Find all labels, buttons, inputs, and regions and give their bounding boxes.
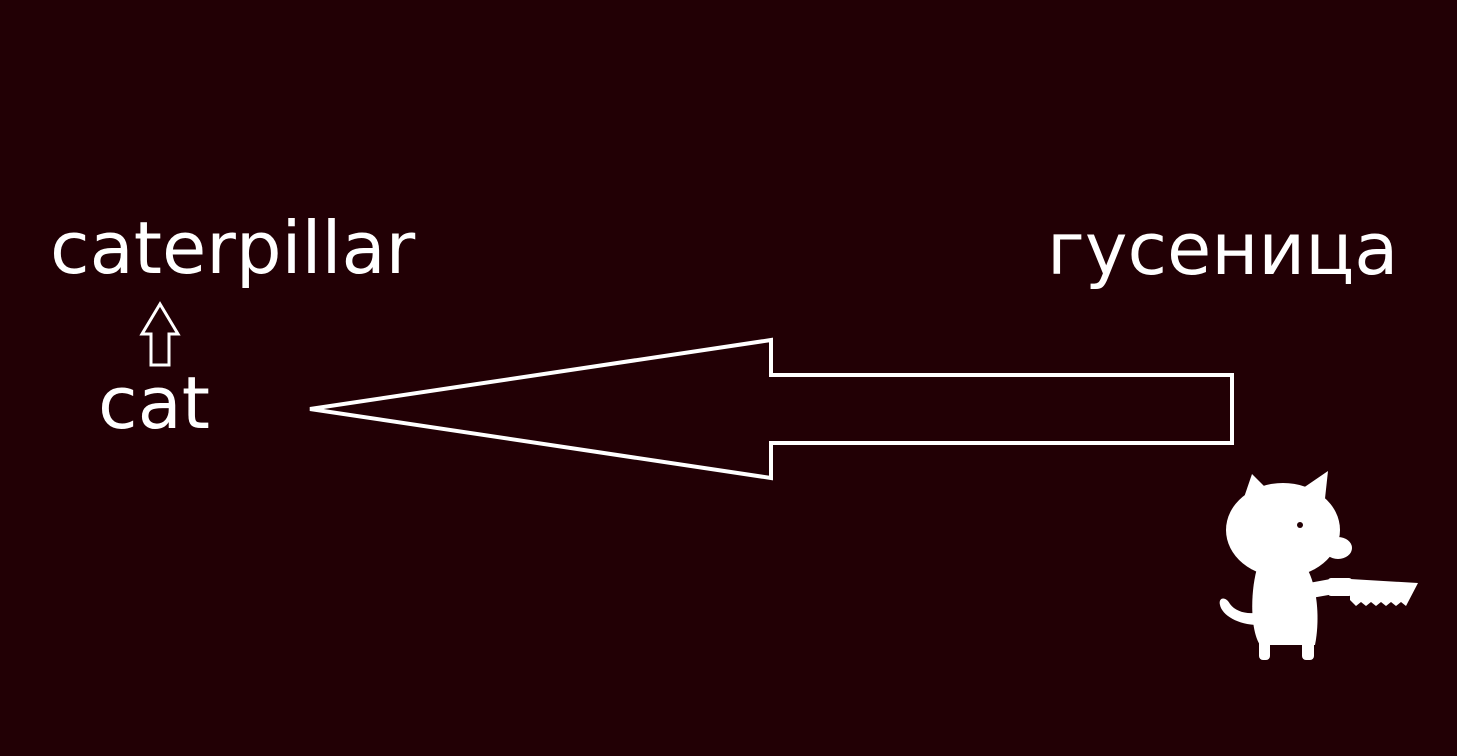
word-caterpillar: caterpillar bbox=[50, 206, 416, 290]
word-cat: cat bbox=[98, 361, 210, 445]
word-gusenitsa: гусеница bbox=[1047, 207, 1399, 291]
